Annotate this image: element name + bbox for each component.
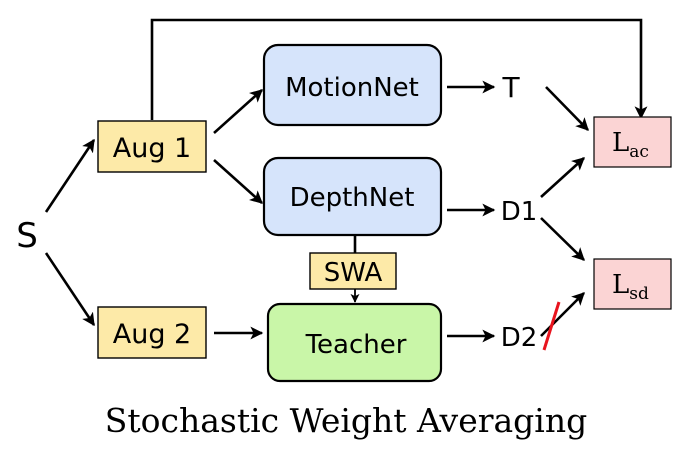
node-motionnet-label: MotionNet — [285, 73, 419, 103]
nodes: S Aug 1 Aug 2 MotionNet DepthNet SWA Tea… — [16, 43, 672, 383]
edge-d2-lsd — [540, 292, 585, 337]
node-swa: SWA — [309, 252, 397, 290]
edge-aug1-depthnet — [213, 159, 263, 204]
node-aug1-label: Aug 1 — [113, 133, 191, 164]
edge-aug1-lac-bypass — [150, 18, 648, 120]
node-aug2: Aug 2 — [97, 306, 207, 359]
edge-aug1-motionnet — [213, 89, 263, 134]
edge-t-lac — [545, 86, 589, 131]
node-aug1: Aug 1 — [97, 120, 207, 173]
node-loss-ac-label: Lac — [612, 128, 649, 162]
edges — [44, 18, 648, 351]
node-loss-sd-label: Lsd — [612, 270, 649, 304]
node-depthnet: DepthNet — [262, 156, 443, 237]
node-swa-label: SWA — [324, 258, 383, 288]
node-teacher: Teacher — [266, 302, 443, 383]
node-aug2-label: Aug 2 — [113, 319, 191, 350]
node-source: S — [16, 216, 38, 256]
edge-s-aug2 — [44, 252, 96, 327]
node-d2-output: D2 — [501, 323, 538, 353]
node-motionnet: MotionNet — [262, 43, 443, 127]
edge-s-aug1 — [44, 138, 96, 213]
edge-d1-lac — [540, 157, 585, 198]
node-loss-sd: Lsd — [593, 258, 672, 310]
node-loss-ac: Lac — [593, 116, 672, 168]
node-depthnet-label: DepthNet — [290, 183, 415, 213]
node-d1-output: D1 — [501, 197, 538, 227]
node-t-output: T — [501, 71, 520, 104]
stop-gradient-mark — [542, 301, 561, 351]
node-teacher-label: Teacher — [305, 330, 407, 360]
diagram-caption: Stochastic Weight Averaging — [105, 401, 587, 440]
edge-d1-lsd — [540, 217, 585, 261]
